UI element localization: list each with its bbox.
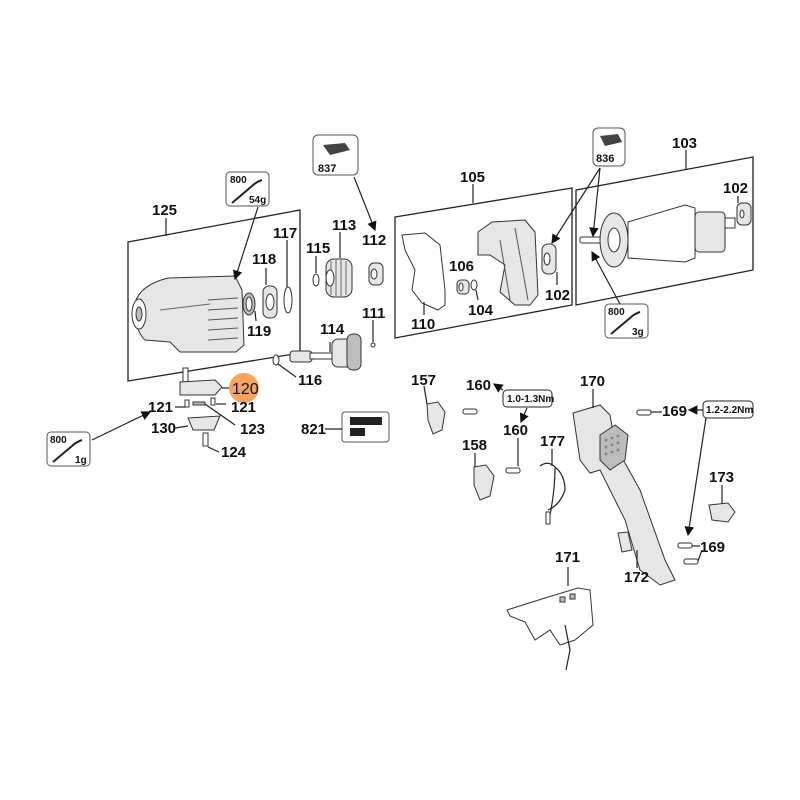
screw-part-124[interactable] [202,432,209,447]
screw-part-169b[interactable] [677,542,693,549]
switch-part-171[interactable] [506,587,594,671]
label-104[interactable]: 104 [468,302,494,319]
group-frame-105 [394,187,573,339]
armature-part[interactable] [579,204,736,268]
handle-housing-part-170[interactable] [572,404,676,586]
label-106[interactable]: 106 [449,258,474,275]
grease-gun-icon [231,179,263,204]
gearbox-group-105: 105 110 106 104 102 [394,169,573,339]
wire-part-177[interactable] [539,462,566,525]
gearbox-part[interactable] [477,219,539,306]
label-102b[interactable]: 102 [723,180,748,197]
screw-part-169a[interactable] [636,409,652,416]
armature-group-103: 103 102 836 800 3g [551,127,754,339]
grease-amount: 1g [75,455,87,466]
torque-callout-160[interactable]: 1.0-1.3Nm [502,389,554,408]
screw-part-121a[interactable] [184,399,190,408]
label-130[interactable]: 130 [151,420,176,437]
label-121a[interactable]: 121 [148,399,173,416]
grease-callout-1g[interactable]: 800 1g [46,431,91,467]
highlight-circle [229,373,259,403]
label-171[interactable]: 171 [555,549,580,566]
spring-part-123[interactable] [192,401,206,406]
grease-gun-icon [610,311,641,335]
label-116[interactable]: 116 [298,372,322,389]
grease-amount: 54g [249,195,266,206]
torque-value: 1.0-1.3Nm [507,394,554,405]
label-111[interactable]: 111 [362,305,385,322]
label-105[interactable]: 105 [460,169,485,186]
label-123[interactable]: 123 [240,421,265,438]
screw-part-160a[interactable] [462,408,478,415]
screw-part-169c[interactable] [683,558,699,565]
grease-code: 800 [50,435,67,446]
grease-gun-icon [52,439,83,463]
gear-housing-part[interactable] [131,275,245,353]
housing-group-125: 125 119 118 117 800 54g [127,171,301,382]
label-821[interactable]: 821 [301,421,326,438]
holder-part-158[interactable] [473,464,495,501]
nut-part-173[interactable] [708,502,736,523]
grease-code: 800 [608,307,625,318]
label-158[interactable]: 158 [462,437,487,454]
carbon-brush-set-icon [600,134,622,146]
group-frame-103 [575,156,754,306]
ball-part-111[interactable] [370,342,376,348]
label-157[interactable]: 157 [411,372,436,389]
washer-part-116[interactable] [272,354,280,366]
knob-part-130[interactable] [187,415,221,431]
label-103[interactable]: 103 [672,135,697,152]
torque-value: 1.2-2.2Nm [706,405,753,416]
label-169a[interactable]: 169 [662,403,687,420]
label-110[interactable]: 110 [411,316,435,333]
service-code-837: 837 [318,163,336,175]
label-125[interactable]: 125 [152,202,177,219]
spindle-part-114[interactable] [289,333,362,371]
label-170[interactable]: 170 [580,373,605,390]
switch-assembly-120: 120 121 121 123 130 124 800 1g [46,367,265,467]
carbon-brush-set-icon [323,143,350,155]
gear-parts: 837 115 113 112 111 [272,134,386,389]
label-117[interactable]: 117 [273,225,297,242]
label-120[interactable]: 120 [232,381,259,398]
circlip-part-117[interactable] [283,286,293,314]
label-160b[interactable]: 160 [503,422,528,439]
torque-callout-169[interactable]: 1.2-2.2Nm [702,400,754,419]
washer-part-115[interactable] [312,273,320,287]
grease-code: 800 [230,175,247,186]
label-124[interactable]: 124 [221,444,247,461]
washer-part-104[interactable] [470,279,478,291]
label-177[interactable]: 177 [540,433,565,450]
gear-part-113[interactable] [325,258,353,298]
cover-part-172[interactable] [617,531,633,553]
gasket-part-110[interactable] [401,232,446,311]
service-code-836: 836 [596,153,614,165]
label-118[interactable]: 118 [252,251,276,268]
label-113[interactable]: 113 [332,217,356,234]
label-102a[interactable]: 102 [545,287,570,304]
label-119[interactable]: 119 [247,323,271,340]
grease-amount: 3g [632,327,644,338]
service-callout-836[interactable]: 836 [592,127,626,167]
label-169b[interactable]: 169 [700,539,725,556]
label-115[interactable]: 115 [306,240,330,257]
shift-knob-part-120[interactable] [179,367,223,396]
screw-part-160b[interactable] [505,467,521,474]
grease-callout-54g[interactable]: 800 54g [225,171,270,207]
grease-callout-3g[interactable]: 800 3g [604,303,649,339]
label-173[interactable]: 173 [709,469,734,486]
service-callout-837[interactable]: 837 [312,134,359,176]
label-160a[interactable]: 160 [466,377,491,394]
label-121b[interactable]: 121 [231,399,256,416]
holder-part-157[interactable] [426,401,446,435]
label-172[interactable]: 172 [624,569,649,586]
screw-part-121b[interactable] [210,397,216,406]
label-114[interactable]: 114 [320,321,345,338]
label-112[interactable]: 112 [362,232,386,249]
label-plate-821[interactable] [341,411,390,443]
